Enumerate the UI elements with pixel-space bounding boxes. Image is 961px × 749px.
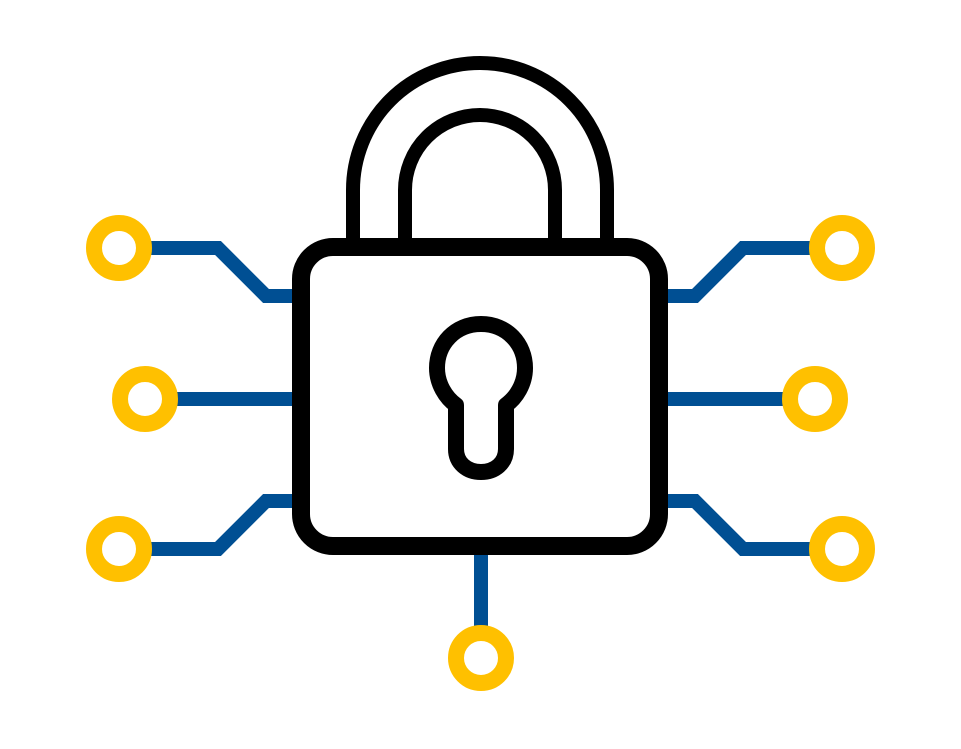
circuit-node-right-bottom (809, 516, 875, 582)
keyhole-icon (429, 316, 533, 480)
circuit-node-left-bottom (86, 516, 152, 582)
circuit-node-left-top (86, 215, 152, 281)
circuit-trace-right-top (650, 241, 812, 303)
lock-shackle-inner (360, 70, 600, 246)
circuit-trace-left-top (150, 241, 310, 303)
circuit-node-right-top (809, 215, 875, 281)
circuit-node-bottom (448, 625, 514, 691)
circuit-node-right-middle (782, 366, 848, 432)
circuit-trace-left-bottom (150, 494, 310, 556)
circuit-trace-right-bottom (650, 494, 812, 556)
circuit-node-left-middle (112, 366, 178, 432)
